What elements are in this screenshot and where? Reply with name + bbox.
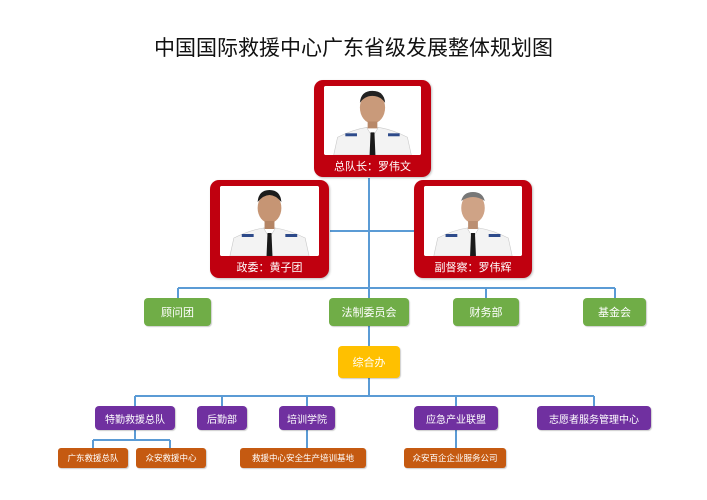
node-foundation: 基金会 xyxy=(583,298,646,326)
leader-card-left: 政委：黄子团 xyxy=(210,180,329,278)
leader-photo-right xyxy=(424,186,522,256)
node-general-office: 综合办 xyxy=(338,346,400,378)
node-zhongan-enterprise-service: 众安百企企业服务公司 xyxy=(404,448,506,468)
node-special-rescue-corps: 特勤救援总队 xyxy=(95,406,175,430)
leader-photo-top xyxy=(324,86,421,155)
diagram-title: 中国国际救援中心广东省级发展整体规划图 xyxy=(154,36,553,60)
node-logistics-dept: 后勤部 xyxy=(197,406,247,430)
node-emergency-industry-alliance: 应急产业联盟 xyxy=(414,406,498,430)
node-legal-committee: 法制委员会 xyxy=(329,298,409,326)
leader-caption-top: 总队长：罗伟文 xyxy=(334,160,411,173)
node-volunteer-service-center: 志愿者服务管理中心 xyxy=(537,406,651,430)
node-safety-training-base: 救援中心安全生产培训基地 xyxy=(240,448,366,468)
leader-card-right: 副督察：罗伟辉 xyxy=(414,180,532,278)
node-guangdong-rescue-corps: 广东救援总队 xyxy=(58,448,128,468)
node-zhongan-rescue-center: 众安救援中心 xyxy=(136,448,206,468)
node-finance-dept: 财务部 xyxy=(453,298,519,326)
node-training-academy: 培训学院 xyxy=(279,406,335,430)
leader-caption-right: 副督察：罗伟辉 xyxy=(434,261,512,274)
node-advisory-group: 顾问团 xyxy=(144,298,211,326)
leader-photo-left xyxy=(220,186,319,256)
leader-card-top: 总队长：罗伟文 xyxy=(314,80,431,177)
leader-caption-left: 政委：黄子团 xyxy=(236,261,303,274)
